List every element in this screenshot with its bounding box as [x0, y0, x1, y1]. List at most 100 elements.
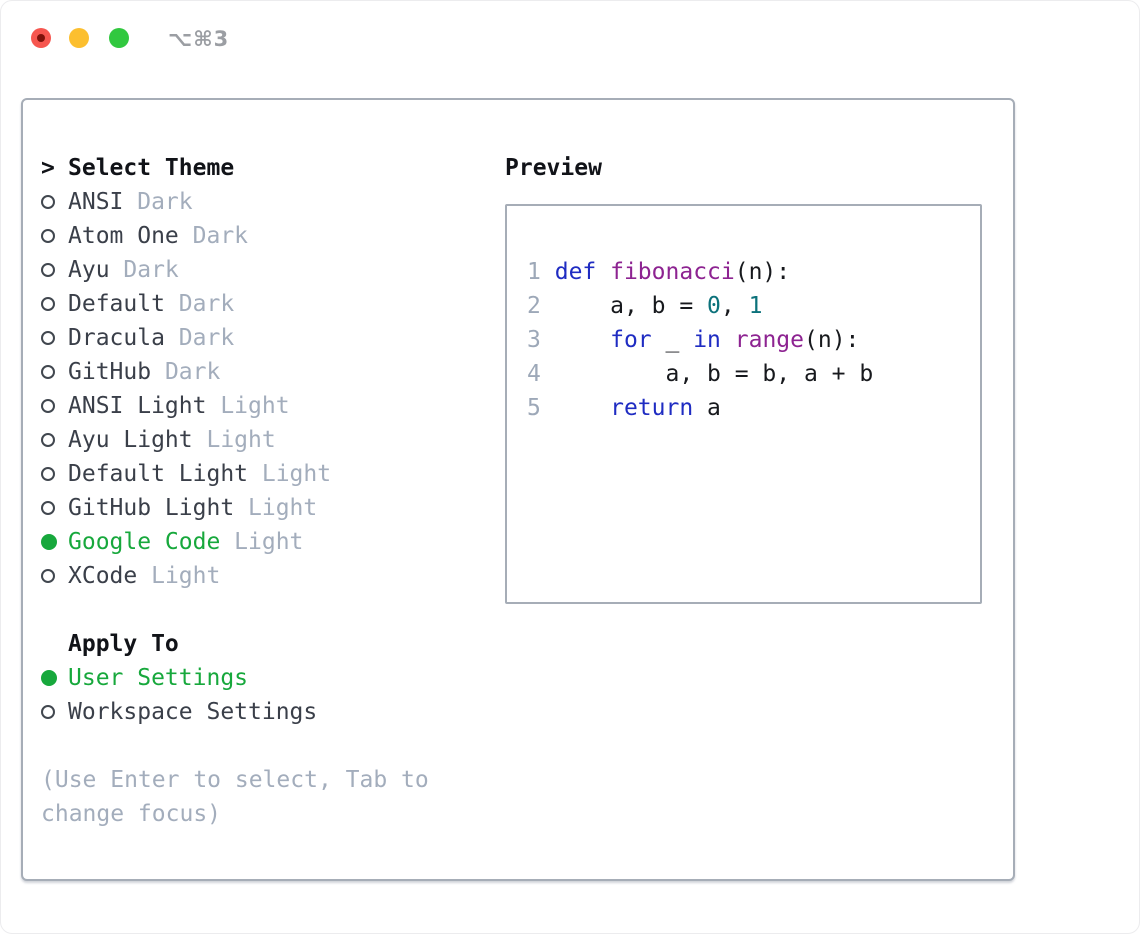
theme-item-ayu-light[interactable]: Ayu Light Light: [41, 423, 429, 457]
code-token-lit: 0: [707, 293, 721, 319]
theme-item-default[interactable]: Default Dark: [41, 287, 429, 321]
preview-box: 1 def fibonacci(n): 2 a, b = 0, 1 3 for _ …: [505, 204, 982, 604]
spacer: [41, 593, 429, 627]
radio-icon: [41, 263, 55, 277]
line-number: 4: [527, 361, 541, 387]
spacer: [41, 729, 429, 763]
code-token-pln: [555, 327, 610, 353]
focus-cursor: >: [41, 155, 55, 181]
zoom-button[interactable]: [109, 28, 129, 48]
theme-select-header: Select Theme: [68, 155, 235, 181]
preview-header: Preview: [505, 155, 602, 181]
theme-item-default-light[interactable]: Default Light Light: [41, 457, 429, 491]
window-title: ⌥⌘3: [168, 27, 230, 51]
code-token-pln: (n):: [734, 259, 791, 285]
preview-header-row: Preview: [505, 151, 982, 185]
help-text-line: (Use Enter to select, Tab to: [41, 767, 429, 793]
help-text-line: change focus): [41, 801, 222, 827]
apply-option-label: Workspace Settings: [68, 699, 318, 725]
code-token-pln: _: [651, 327, 694, 353]
theme-variant-badge: Dark: [178, 291, 235, 317]
diff-preview: [527, 425, 980, 493]
minimize-button[interactable]: [69, 28, 89, 48]
radio-icon: [41, 365, 55, 379]
theme-name: Default: [68, 291, 165, 317]
titlebar: ⌥⌘3: [1, 1, 1139, 75]
code-token-pln: [555, 395, 610, 421]
code-token-pln: a, b = b, a + b: [554, 361, 874, 387]
theme-select-header-row: > Select Theme: [41, 151, 429, 185]
close-dot-icon: [37, 34, 45, 42]
code-preview: 1 def fibonacci(n): 2 a, b = 0, 1 3 for _ …: [527, 255, 980, 425]
apply-to-header-row: Apply To: [41, 627, 429, 661]
code-token-pln: a, b =: [554, 293, 708, 319]
radio-icon: [41, 297, 55, 311]
theme-variant-badge: Light: [248, 495, 318, 521]
apply-to-header: Apply To: [68, 631, 179, 657]
theme-name: Dracula: [68, 325, 165, 351]
theme-name: Ayu: [68, 257, 110, 283]
code-token-kwd: def: [554, 259, 611, 285]
theme-name: Default Light: [68, 461, 249, 487]
line-number: 3: [527, 327, 541, 353]
theme-variant-badge: Light: [220, 393, 290, 419]
theme-name: ANSI: [68, 189, 124, 215]
apply-option-user-settings[interactable]: User Settings: [41, 661, 429, 695]
radio-icon: [41, 399, 55, 413]
theme-variant-badge: Dark: [137, 189, 193, 215]
code-token-typ: fibonacci: [610, 259, 735, 285]
code-line: 5 return a: [527, 391, 980, 425]
theme-variant-badge: Light: [206, 427, 276, 453]
code-token-kwd: in: [693, 327, 721, 353]
preview-column: Preview 1 def fibonacci(n): 2 a, b = 0, 1…: [505, 151, 982, 604]
help-text: (Use Enter to select, Tab to change focus…: [41, 763, 429, 831]
theme-item-google-code[interactable]: Google Code Light: [41, 525, 429, 559]
code-line: 3 for _ in range(n):: [527, 323, 980, 357]
theme-name: Atom One: [68, 223, 179, 249]
apply-option-workspace-settings[interactable]: Workspace Settings: [41, 695, 429, 729]
theme-item-ansi[interactable]: ANSI Dark: [41, 185, 429, 219]
code-token-pln: a: [693, 395, 721, 421]
theme-variant-badge: Light: [261, 461, 332, 487]
theme-name: XCode: [68, 563, 138, 589]
close-button[interactable]: [31, 28, 51, 48]
code-token-kwd: for: [610, 327, 652, 353]
code-token-lit: 1: [748, 293, 763, 319]
radio-icon: [41, 569, 55, 583]
theme-item-atom-one[interactable]: Atom One Dark: [41, 219, 429, 253]
radio-selected-icon: [41, 670, 57, 686]
radio-icon: [41, 433, 55, 447]
theme-name: Ayu Light: [68, 427, 193, 453]
theme-name: Google Code: [68, 529, 221, 555]
theme-variant-badge: Light: [151, 563, 221, 589]
radio-icon: [41, 229, 55, 243]
radio-icon: [41, 195, 55, 209]
theme-item-ansi-light[interactable]: ANSI Light Light: [41, 389, 429, 423]
code-token-pln: ,: [720, 293, 749, 319]
code-line: 1 def fibonacci(n):: [527, 255, 980, 289]
theme-item-ayu[interactable]: Ayu Dark: [41, 253, 429, 287]
line-number: 5: [527, 395, 541, 421]
spacer: [527, 459, 980, 493]
radio-icon: [41, 331, 55, 345]
radio-icon: [41, 705, 55, 719]
theme-variant-badge: Light: [234, 529, 304, 555]
theme-variant-badge: Dark: [123, 257, 179, 283]
theme-variant-badge: Dark: [192, 223, 249, 249]
code-token-typ: range: [734, 327, 805, 353]
code-token-pln: [721, 327, 735, 353]
theme-variant-badge: Dark: [164, 359, 221, 385]
code-line: 4 a, b = b, a + b: [527, 357, 980, 391]
line-number: 2: [527, 293, 541, 319]
theme-name: ANSI Light: [68, 393, 207, 419]
code-token-kwd: return: [610, 395, 694, 421]
theme-item-xcode[interactable]: XCode Light: [41, 559, 429, 593]
